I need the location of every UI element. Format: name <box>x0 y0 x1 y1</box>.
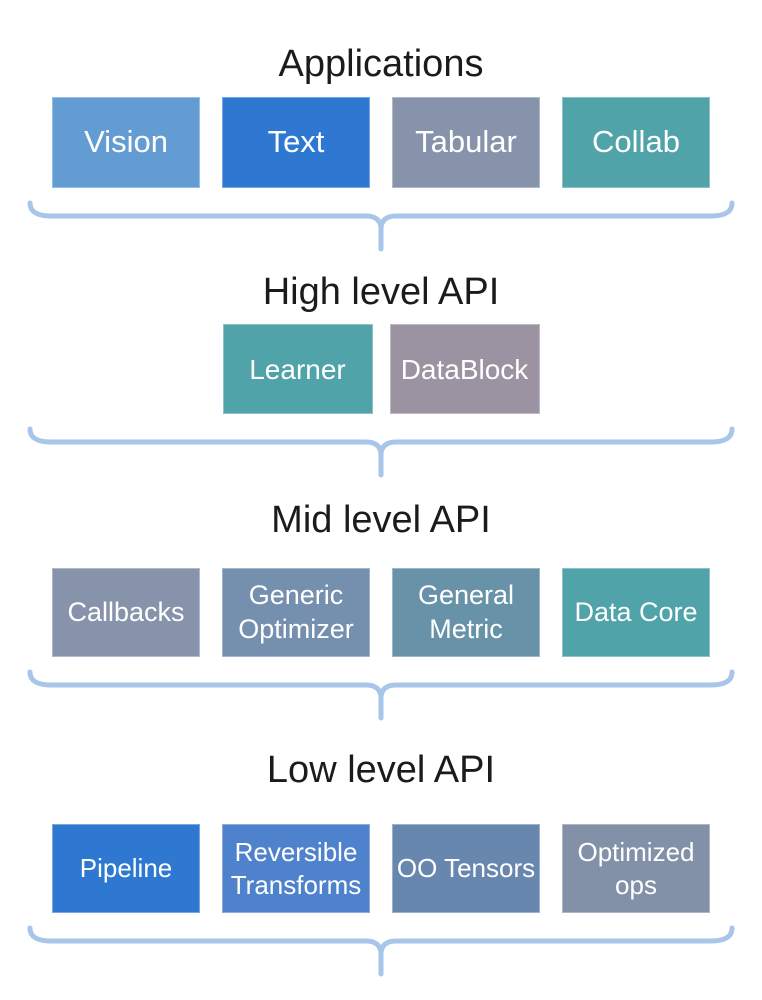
box-general-metric: General Metric <box>392 568 540 657</box>
low-level-row: Pipeline Reversible Transforms OO Tensor… <box>52 824 710 913</box>
box-text: Text <box>222 97 370 188</box>
applications-row: Vision Text Tabular Collab <box>52 97 710 188</box>
curly-brace-path <box>27 200 735 252</box>
box-callbacks: Callbacks <box>52 568 200 657</box>
curly-brace-path <box>27 426 735 478</box>
box-label: General Metric <box>417 579 515 644</box>
box-label: DataBlock <box>400 353 529 385</box>
box-data-core: Data Core <box>562 568 710 657</box>
section-title-low-level-api: Low level API <box>266 749 496 791</box>
box-datablock: DataBlock <box>389 324 540 414</box>
box-pipeline: Pipeline <box>52 824 200 913</box>
box-tabular: Tabular <box>392 97 540 188</box>
curly-brace-path <box>27 925 735 977</box>
box-optimized-ops: Optimized ops <box>562 824 710 913</box>
box-label: Text <box>267 124 325 160</box>
box-label: Optimized ops <box>577 837 695 900</box>
box-label: Learner <box>249 353 346 385</box>
mid-level-row: Callbacks Generic Optimizer General Metr… <box>52 568 710 657</box>
section-title-high-level-api: High level API <box>262 271 500 313</box>
box-reversible-transforms: Reversible Transforms <box>222 824 370 913</box>
curly-brace-icon <box>27 925 735 977</box>
box-label: Collab <box>592 124 680 160</box>
box-label: Reversible Transforms <box>230 837 362 900</box>
curly-brace-icon <box>27 426 735 478</box>
high-level-row: Learner DataBlock <box>52 324 710 414</box>
curly-brace-icon <box>27 200 735 252</box>
box-learner: Learner <box>222 324 373 414</box>
box-oo-tensors: OO Tensors <box>392 824 540 913</box>
box-label: Vision <box>84 124 168 160</box>
box-collab: Collab <box>562 97 710 188</box>
section-title-applications: Applications <box>278 43 484 85</box>
box-label: Data Core <box>574 596 698 627</box>
box-label: OO Tensors <box>396 853 536 884</box>
curly-brace-path <box>27 669 735 721</box>
section-title-mid-level-api: Mid level API <box>271 499 491 541</box>
box-generic-optimizer: Generic Optimizer <box>222 568 370 657</box>
box-label: Tabular <box>415 124 517 160</box>
box-label: Generic Optimizer <box>238 579 354 644</box>
box-vision: Vision <box>52 97 200 188</box>
curly-brace-icon <box>27 669 735 721</box>
box-label: Callbacks <box>67 596 185 627</box>
box-label: Pipeline <box>79 853 173 884</box>
